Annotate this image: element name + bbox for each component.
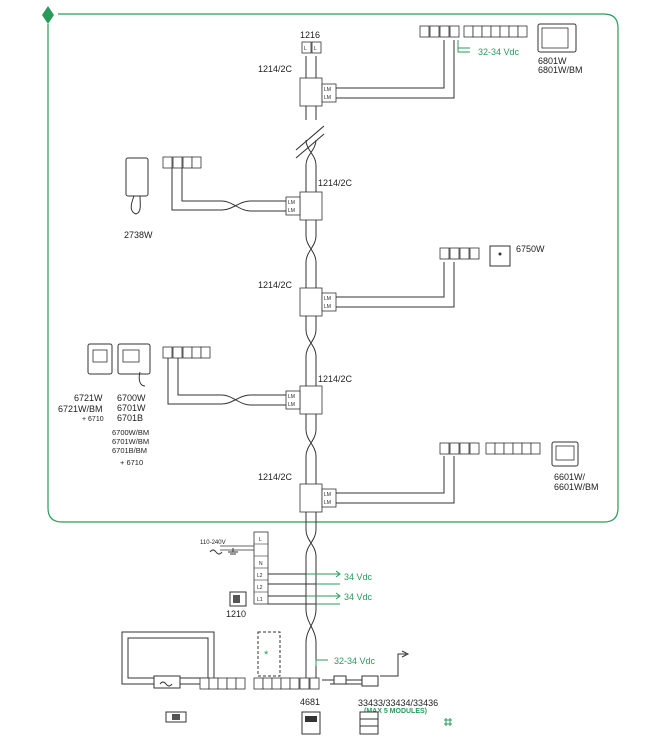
arrow-right-icon: [401, 650, 410, 658]
models-6700bm-1: 6700W/BM: [112, 428, 149, 437]
psu-out-1-label: 34 Vdc: [344, 572, 373, 582]
psu-out-2-label: 34 Vdc: [344, 592, 373, 602]
svg-text:LM: LM: [288, 200, 295, 206]
handset-2738-label: 2738W: [124, 230, 153, 240]
module-stack-icon: [359, 711, 379, 735]
distributor-4-label: 1214/2C: [318, 374, 353, 384]
distributor-2: LM LM: [285, 191, 323, 221]
svg-text:LM: LM: [288, 402, 295, 408]
svg-text:LM: LM: [324, 500, 331, 506]
distributor-5-label: 1214/2C: [258, 472, 293, 482]
models-6700bm-4: + 6710: [120, 458, 143, 467]
max-modules-label: (MAX 5 MODULES): [364, 708, 427, 715]
unit-6750-label: 6750W: [516, 244, 545, 254]
distributor-3: LM LM: [299, 287, 337, 317]
svg-text:L: L: [304, 46, 307, 52]
voltage-feed-top: [457, 40, 470, 53]
models-6721-2: 6721W/BM: [58, 404, 103, 414]
monitor-6801-label-2: 6801W/BM: [538, 65, 583, 75]
distributor-1-label: 1214/2C: [258, 64, 293, 74]
unit-6750-terminals: [439, 247, 480, 260]
module-4681-label: 4681: [300, 697, 320, 707]
optional-module-outline: [257, 631, 281, 677]
door-station-terminals: [199, 677, 320, 690]
svg-text:L: L: [314, 46, 317, 52]
monitor-6601-label-2: 6601W/BM: [554, 482, 599, 492]
mains-label: 110-240V: [200, 540, 226, 546]
distributor-1: LM LM: [299, 77, 337, 107]
models-6700bm-3: 6701B/BM: [112, 446, 147, 455]
system-frame: [47, 13, 619, 523]
grid-mark-icon: [444, 718, 452, 726]
svg-text:LM: LM: [288, 208, 295, 214]
monitor-6601-terminals: [439, 442, 541, 455]
module-1210: [229, 591, 247, 607]
svg-text:L: L: [259, 537, 262, 543]
diamond-icon: [42, 6, 54, 24]
models-6700-3: 6701B: [117, 413, 143, 423]
svg-text:LM: LM: [288, 394, 295, 400]
voltage-bottom-label: 32-34 Vdc: [334, 656, 376, 666]
monitor-6601: [551, 441, 579, 467]
svg-text:LM: LM: [324, 492, 331, 498]
psu-output-arrows: [306, 570, 341, 605]
module-4681-icon: [301, 711, 321, 735]
monitor-6601-label-1: 6601W/: [554, 472, 586, 482]
distributor-5: LM LM: [299, 483, 337, 513]
monitor-6801-label-1: 6801W: [538, 56, 567, 66]
monitor-6700: [117, 343, 151, 387]
monitor-6700-terminals: [162, 346, 211, 359]
monitor-6801: [537, 23, 577, 53]
main-bus: [305, 56, 317, 680]
voltage-top-label: 32-34 Vdc: [478, 47, 520, 57]
door-lock-panel: [121, 631, 215, 689]
unit-6750: [489, 245, 511, 267]
monitor-6721: [87, 343, 113, 375]
ground-icon: [228, 548, 238, 555]
ac-symbol-icon: [209, 549, 223, 555]
module-range-label: 33433/33434/33436: [358, 698, 438, 708]
svg-text:N: N: [259, 561, 263, 567]
svg-text:L2: L2: [257, 573, 263, 579]
handset-2738: [125, 157, 149, 215]
svg-text:L2: L2: [257, 585, 263, 591]
svg-text:LM: LM: [324, 87, 331, 93]
break-mark: [295, 125, 325, 159]
distributor-3-label: 1214/2C: [258, 280, 293, 290]
distributor-4: LM LM: [285, 385, 323, 415]
branch-wires: [167, 40, 455, 504]
svg-text:LM: LM: [324, 296, 331, 302]
asterisk-icon: *: [264, 649, 269, 661]
distributor-2-label: 1214/2C: [318, 178, 353, 188]
expansion-modules: [333, 675, 379, 687]
psu-top-label: 1216: [300, 30, 320, 40]
handset-2738-terminals: [162, 156, 202, 169]
module-1210-label: 1210: [226, 609, 246, 619]
psu-outputs: [268, 573, 316, 605]
models-6700-1: 6700W: [117, 393, 146, 403]
mains-wire: [220, 545, 254, 551]
models-6700-2: 6701W: [117, 403, 146, 413]
models-6721-1: 6721W: [74, 393, 103, 403]
svg-text:LM: LM: [324, 95, 331, 101]
models-6700bm-2: 6701W/BM: [112, 437, 149, 446]
models-6721-3: + 6710: [82, 416, 104, 423]
door-lock-icon: [165, 711, 187, 723]
svg-text:LM: LM: [324, 304, 331, 310]
monitor-6801-terminals: [419, 25, 528, 38]
voltage-feed-bottom: [315, 659, 328, 666]
svg-text:L1: L1: [257, 597, 263, 603]
